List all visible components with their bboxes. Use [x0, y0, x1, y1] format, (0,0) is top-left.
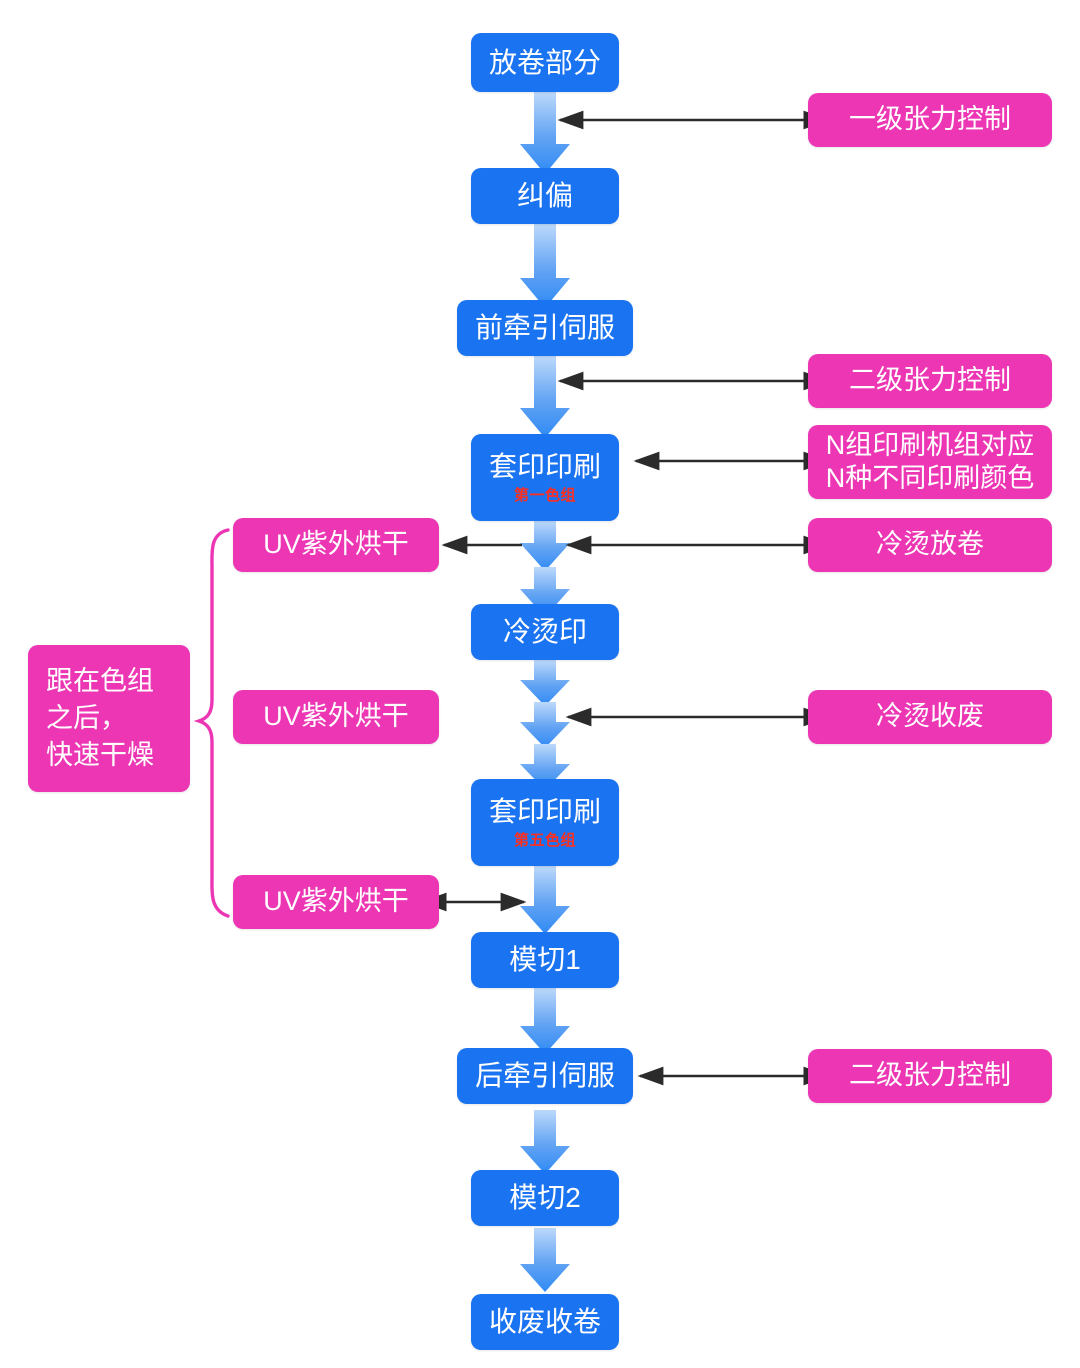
- node-label-line1: N组印刷机组对应: [825, 430, 1035, 461]
- node-label: 模切1: [509, 944, 581, 976]
- node-sublabel: 第一色组: [513, 487, 576, 505]
- dry-note-line3: 快速干燥: [46, 740, 154, 771]
- node-label: UV紫外烘干: [263, 886, 409, 917]
- node-label: 模切2: [509, 1182, 581, 1214]
- node-label: 冷烫印: [502, 616, 587, 648]
- node-label: 收废收卷: [488, 1306, 601, 1338]
- node-waste-rewind[interactable]: 收废收卷: [471, 1294, 619, 1350]
- node-cold-waste[interactable]: 冷烫收废: [808, 690, 1052, 744]
- node-label: 冷烫放卷: [876, 529, 984, 560]
- node-die-cut-2[interactable]: 模切2: [471, 1170, 619, 1226]
- node-label-line2: N种不同印刷颜色: [825, 463, 1035, 493]
- dry-note-line1: 跟在色组: [46, 665, 154, 696]
- node-rear-servo[interactable]: 后牵引伺服: [457, 1048, 633, 1104]
- node-uv-dryer-3[interactable]: UV紫外烘干: [233, 875, 439, 929]
- node-cold-stamp[interactable]: 冷烫印: [471, 604, 619, 660]
- node-print-fifth[interactable]: 套印印刷 第五色组: [471, 779, 619, 866]
- node-tension-2b[interactable]: 二级张力控制: [808, 1049, 1052, 1103]
- node-uv-dryer-1[interactable]: UV紫外烘干: [233, 518, 439, 572]
- node-uv-dryer-2[interactable]: UV紫外烘干: [233, 690, 439, 744]
- node-tension-1[interactable]: 一级张力控制: [808, 93, 1052, 147]
- node-print-first[interactable]: 套印印刷 第一色组: [471, 434, 619, 521]
- flow-arrows: [520, 92, 570, 1292]
- node-front-servo[interactable]: 前牵引伺服: [457, 300, 633, 356]
- node-label: UV紫外烘干: [263, 529, 409, 560]
- dry-note-line2: 之后，: [46, 702, 127, 733]
- node-correction[interactable]: 纠偏: [471, 168, 619, 224]
- node-label: 套印印刷: [488, 796, 601, 828]
- node-label: 放卷部分: [488, 46, 601, 78]
- node-label: 前牵引伺服: [474, 312, 615, 344]
- node-die-cut-1[interactable]: 模切1: [471, 932, 619, 988]
- node-cold-unwind[interactable]: 冷烫放卷: [808, 518, 1052, 572]
- node-label: 一级张力控制: [849, 104, 1011, 135]
- node-label: 冷烫收废: [876, 701, 984, 732]
- node-tension-2a[interactable]: 二级张力控制: [808, 354, 1052, 408]
- node-label: 纠偏: [516, 180, 573, 212]
- node-n-groups[interactable]: N组印刷机组对应 N种不同印刷颜色: [808, 425, 1052, 499]
- node-sublabel: 第五色组: [513, 832, 576, 850]
- node-label: 后牵引伺服: [474, 1060, 615, 1092]
- node-label: 套印印刷: [488, 451, 601, 483]
- uv-group-brace: [193, 528, 230, 918]
- node-label: 二级张力控制: [849, 1060, 1011, 1091]
- node-label: UV紫外烘干: [263, 701, 409, 732]
- node-dry-note[interactable]: 跟在色组 之后， 快速干燥: [28, 645, 190, 792]
- node-label: 二级张力控制: [849, 365, 1011, 396]
- node-unwind[interactable]: 放卷部分: [471, 33, 619, 92]
